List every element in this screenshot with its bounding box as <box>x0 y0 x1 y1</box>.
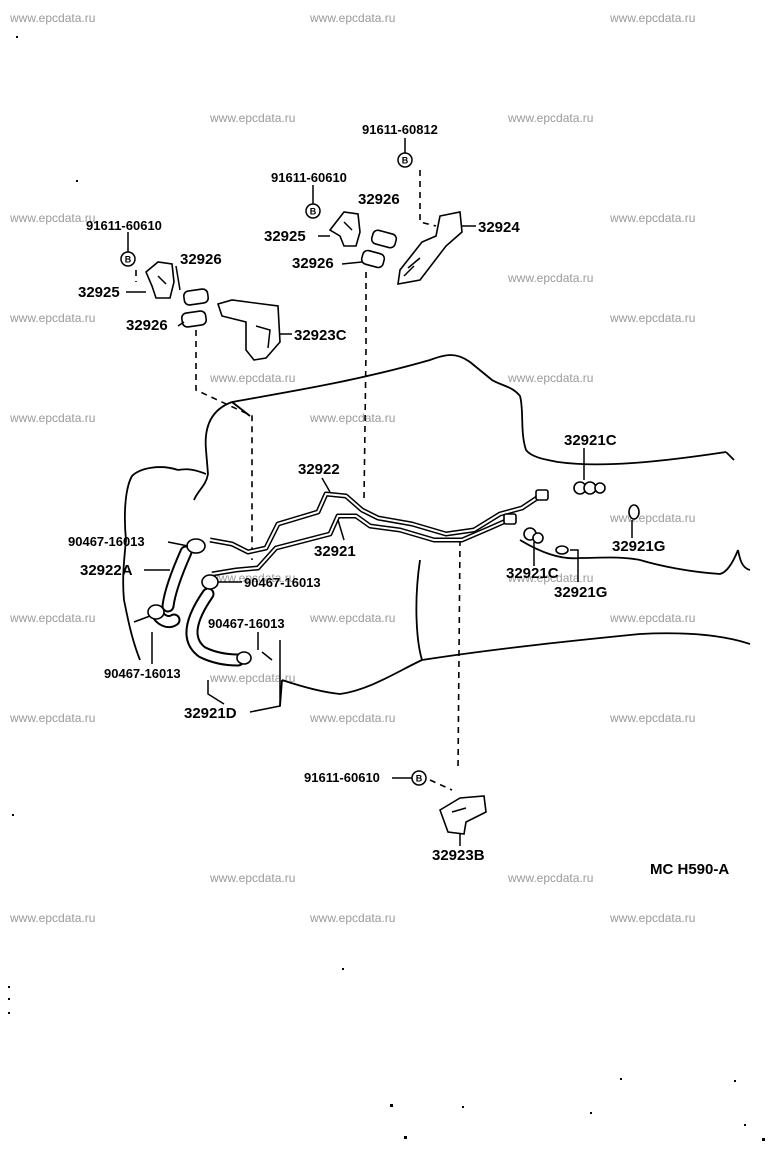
label-90467-16013: 90467-16013 <box>68 534 145 549</box>
clamp-32925 <box>145 261 175 299</box>
watermark: www.epcdata.ru <box>507 871 593 885</box>
watermark: www.epcdata.ru <box>209 111 295 125</box>
watermark: www.epcdata.ru <box>309 711 395 725</box>
hose-clamp <box>147 604 165 620</box>
label-32922A: 32922A <box>80 562 133 579</box>
watermark: www.epcdata.ru <box>609 511 695 525</box>
bolt-symbol-text: B <box>310 207 317 217</box>
label-32921C: 32921C <box>506 565 559 582</box>
o-ring <box>555 545 569 555</box>
label-32926: 32926 <box>358 191 400 208</box>
watermark: www.epcdata.ru <box>609 611 695 625</box>
label-90467-16013: 90467-16013 <box>104 666 181 681</box>
label-32923C: 32923C <box>294 327 347 344</box>
clamp-32923B <box>439 795 487 835</box>
watermark: www.epcdata.ru <box>9 11 95 25</box>
watermark: www.epcdata.ru <box>9 711 95 725</box>
hose-clamps <box>133 538 273 665</box>
watermark: www.epcdata.ru <box>609 211 695 225</box>
bolt-symbols: B B B B <box>120 152 427 786</box>
cushion-32926 <box>182 288 210 306</box>
label-32926: 32926 <box>126 317 168 334</box>
part-labels: 91611-60812 91611-60610 91611-60610 3292… <box>68 122 729 878</box>
watermark: www.epcdata.ru <box>609 11 695 25</box>
watermark: www.epcdata.ru <box>309 411 395 425</box>
watermark: www.epcdata.ru <box>309 911 395 925</box>
label-32921D: 32921D <box>184 705 237 722</box>
watermark: www.epcdata.ru <box>609 711 695 725</box>
label-32921C: 32921C <box>564 432 617 449</box>
watermark: www.epcdata.ru <box>9 311 95 325</box>
cushion-32926 <box>360 249 386 269</box>
label-90467-16013: 90467-16013 <box>208 616 285 631</box>
watermark: www.epcdata.ru <box>209 871 295 885</box>
watermark: www.epcdata.ru <box>507 271 593 285</box>
pipe-fitting <box>503 513 517 525</box>
clamp-32925 <box>328 211 361 247</box>
watermark-group: www.epcdata.ru www.epcdata.ru www.epcdat… <box>9 11 695 925</box>
label-32925: 32925 <box>264 228 306 245</box>
hose-clamp <box>201 574 219 590</box>
leader-lines <box>126 138 633 846</box>
watermark: www.epcdata.ru <box>309 11 395 25</box>
top-brackets <box>145 211 487 835</box>
watermark: www.epcdata.ru <box>309 611 395 625</box>
hose-end <box>532 532 544 544</box>
label-32922: 32922 <box>298 461 340 478</box>
fittings-right <box>523 481 640 555</box>
watermark: www.epcdata.ru <box>9 611 95 625</box>
watermark: www.epcdata.ru <box>209 371 295 385</box>
bracket-32923C <box>216 299 281 361</box>
fuel-pipes <box>209 489 549 577</box>
label-91611-60610: 91611-60610 <box>304 770 380 785</box>
watermark: www.epcdata.ru <box>9 411 95 425</box>
watermark: www.epcdata.ru <box>9 911 95 925</box>
bolt-symbol-text: B <box>402 156 409 166</box>
watermark: www.epcdata.ru <box>507 111 593 125</box>
watermark: www.epcdata.ru <box>507 571 593 585</box>
watermark: www.epcdata.ru <box>9 211 95 225</box>
o-ring <box>628 504 640 520</box>
hose-clamp <box>236 651 252 665</box>
bolt-symbol-text: B <box>125 255 132 265</box>
cushion-32926 <box>180 310 208 328</box>
pipe-fitting <box>535 489 549 501</box>
label-32923B: 32923B <box>432 847 485 864</box>
label-91611-60610: 91611-60610 <box>271 170 347 185</box>
label-32925: 32925 <box>78 284 120 301</box>
engine-outline <box>122 354 751 707</box>
label-32921G: 32921G <box>612 538 665 555</box>
watermark: www.epcdata.ru <box>609 911 695 925</box>
label-32926: 32926 <box>180 251 222 268</box>
label-32921G: 32921G <box>554 584 607 601</box>
label-32921: 32921 <box>314 543 356 560</box>
label-91611-60610: 91611-60610 <box>86 218 162 233</box>
cushion-32926 <box>370 229 398 249</box>
scan-specks <box>8 36 765 1141</box>
label-32926: 32926 <box>292 255 334 272</box>
hoses <box>149 545 245 667</box>
hose-clamp <box>186 538 206 554</box>
diagram-code: MC H590-A <box>650 861 729 878</box>
label-32924: 32924 <box>478 219 520 236</box>
hose-end <box>594 482 606 494</box>
label-90467-16013: 90467-16013 <box>244 575 321 590</box>
watermark: www.epcdata.ru <box>507 371 593 385</box>
dashed-guides <box>135 170 461 791</box>
watermark: www.epcdata.ru <box>209 671 295 685</box>
label-91611-60812: 91611-60812 <box>362 122 438 137</box>
bolt-symbol-text: B <box>416 774 423 784</box>
watermark: www.epcdata.ru <box>609 311 695 325</box>
